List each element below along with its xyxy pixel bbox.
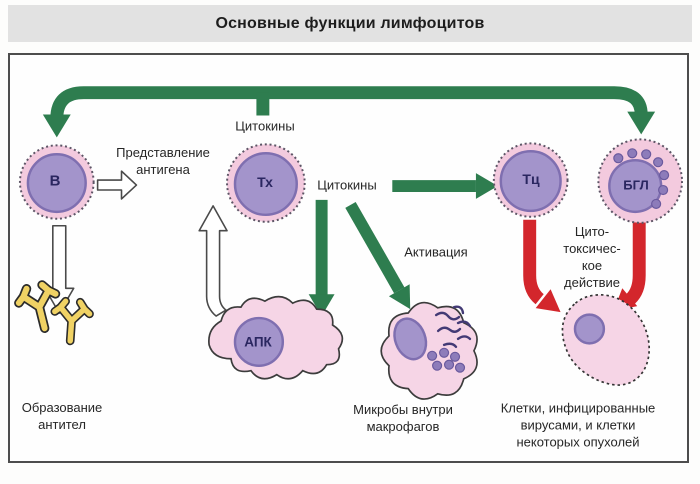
cytotoxic-action-label: Цито- токсичес- кое действие — [563, 224, 621, 290]
microbes-label: Микробы внутри макрофагов — [353, 402, 453, 434]
cocci-icons — [427, 347, 466, 373]
activation-label: Активация — [404, 244, 468, 260]
bgl-cell — [597, 138, 684, 224]
cytotoxic-arrow-left — [523, 219, 561, 313]
antigen-presentation-arrow — [96, 170, 138, 200]
bgl-label: БГЛ — [623, 177, 649, 193]
macrophage-cell — [380, 301, 478, 400]
antibody-formation-label: Образование антител — [21, 400, 103, 432]
diagram-canvas — [14, 86, 684, 400]
activation-arrow — [345, 201, 411, 310]
title-band: Основные функции лимфоцитов — [8, 5, 692, 42]
bacteria-icons — [434, 305, 472, 349]
cytokines-top-label: Цитокины — [235, 118, 295, 134]
infected-cells-label: Клетки, инфицированные вирусами, и клетк… — [500, 400, 656, 450]
figure-title: Основные функции лимфоцитов — [215, 14, 485, 32]
cytokines-to-tc-arrow — [392, 173, 498, 199]
cytokines-to-apc-arrow — [308, 199, 335, 317]
apc-cell — [208, 295, 344, 380]
antibody-icons — [14, 280, 94, 346]
cytokines-mid-label: Цитокины — [317, 177, 377, 193]
t-helper-cell — [226, 143, 306, 223]
b-cell-label: В — [49, 172, 61, 190]
b-cell — [18, 144, 95, 220]
diagram-frame — [8, 53, 689, 463]
antigen-presentation-label: Представление антигена — [116, 145, 210, 177]
cytokines-branch-arrow — [42, 86, 656, 138]
t-cytotoxic-label: Тц — [522, 171, 540, 187]
apc-presentation-arrow — [198, 205, 228, 317]
t-cytotoxic-cell — [492, 142, 569, 218]
apc-label: АПК — [244, 334, 272, 350]
t-helper-label: Тх — [257, 174, 273, 190]
infected-cell — [561, 294, 650, 386]
